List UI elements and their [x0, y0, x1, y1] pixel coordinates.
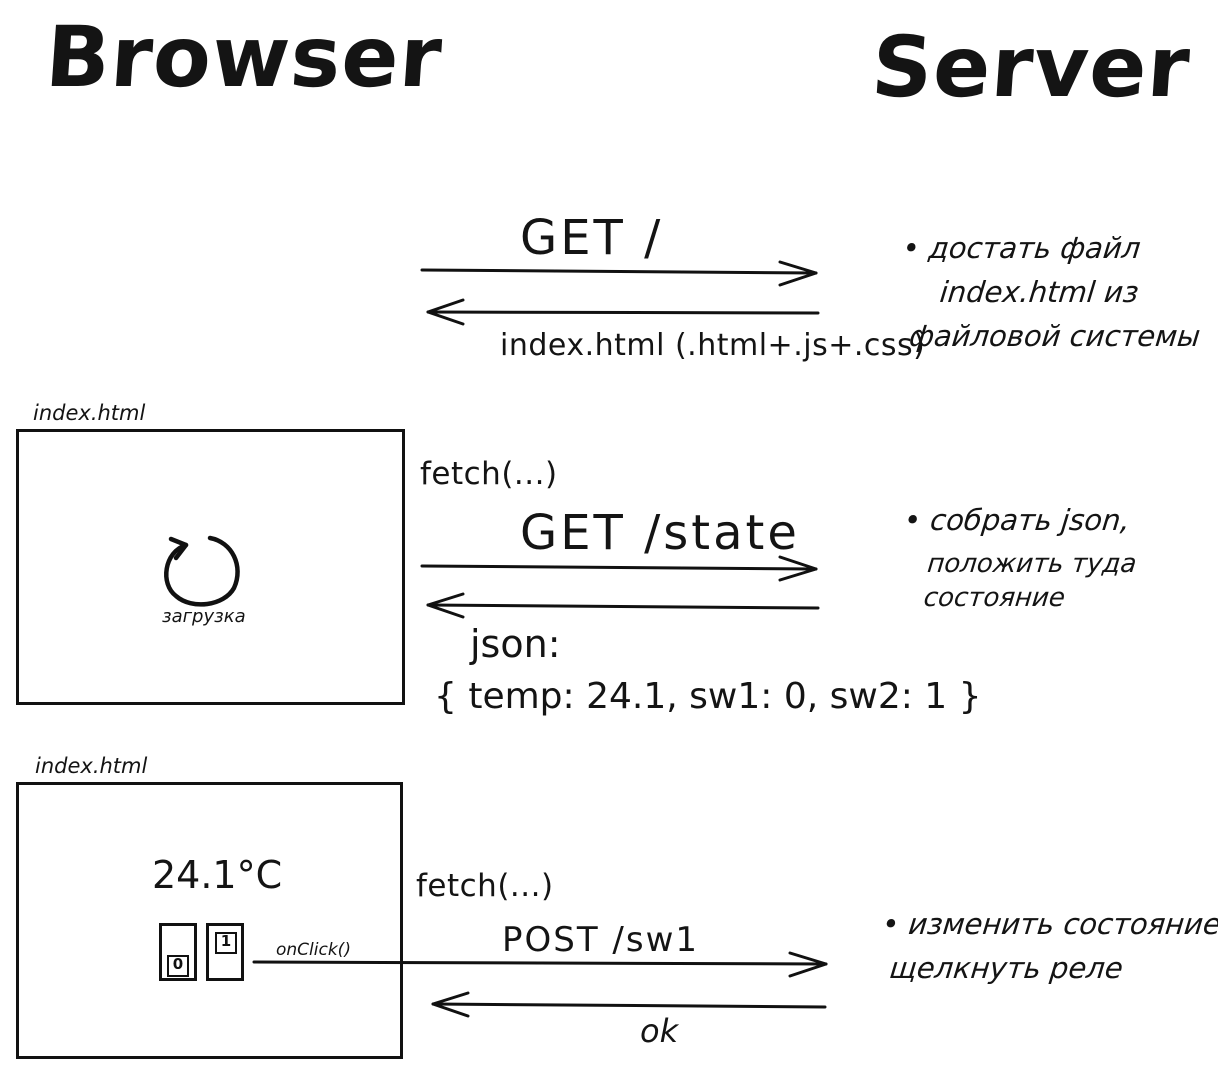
note-line: щелкнуть реле — [887, 951, 1125, 985]
response-label-ok: ok — [640, 1012, 679, 1050]
note-line: файловой системы — [907, 319, 1203, 353]
switch-sw1[interactable]: 0 — [159, 923, 197, 981]
request-arrow-get-root — [420, 260, 818, 287]
switch-sw1-knob: 0 — [167, 955, 189, 977]
response-label-json: json: — [470, 622, 561, 666]
browser-window-loaded — [16, 782, 403, 1059]
refresh-spinner-icon — [164, 535, 240, 607]
onclick-handler-label: onClick() — [276, 940, 351, 960]
temperature-readout: 24.1°C — [152, 853, 283, 897]
switch-sw2-knob: 1 — [215, 932, 237, 954]
browser-window-loading — [16, 429, 405, 705]
note-line: • собрать json, — [902, 503, 1132, 537]
response-arrow-json — [426, 592, 820, 619]
note-line: • достать файл — [900, 231, 1143, 265]
server-note-step3: • изменить состояние щелкнуть реле — [875, 902, 1218, 990]
server-note-step2: • собрать json, положить туда состояние — [894, 498, 1144, 620]
note-line: index.html из — [938, 275, 1141, 309]
switch-sw2[interactable]: 1 — [206, 923, 244, 981]
server-note-step1: • достать файл index.html из файловой си… — [891, 226, 1212, 358]
loading-label: загрузка — [162, 606, 246, 627]
note-line: • изменить состояние — [880, 907, 1218, 941]
response-label-index-html: index.html (.html+.js+.css) — [500, 328, 926, 363]
request-label-get-state: GET /state — [520, 505, 800, 561]
frame-label-loaded-page: index.html — [35, 754, 148, 778]
request-arrow-post-sw1 — [252, 951, 828, 978]
response-body-json: { temp: 24.1, sw1: 0, sw2: 1 } — [434, 676, 982, 717]
request-label-get-root: GET / — [520, 210, 664, 266]
fetch-call-state: fetch(...) — [420, 456, 558, 492]
request-label-post-sw1: POST /sw1 — [502, 920, 700, 960]
request-arrow-get-state — [420, 555, 818, 582]
fetch-call-sw1: fetch(...) — [416, 868, 554, 904]
response-arrow-ok — [431, 991, 827, 1018]
response-arrow-index-html — [426, 298, 820, 326]
frame-label-loading-page: index.html — [33, 401, 146, 425]
